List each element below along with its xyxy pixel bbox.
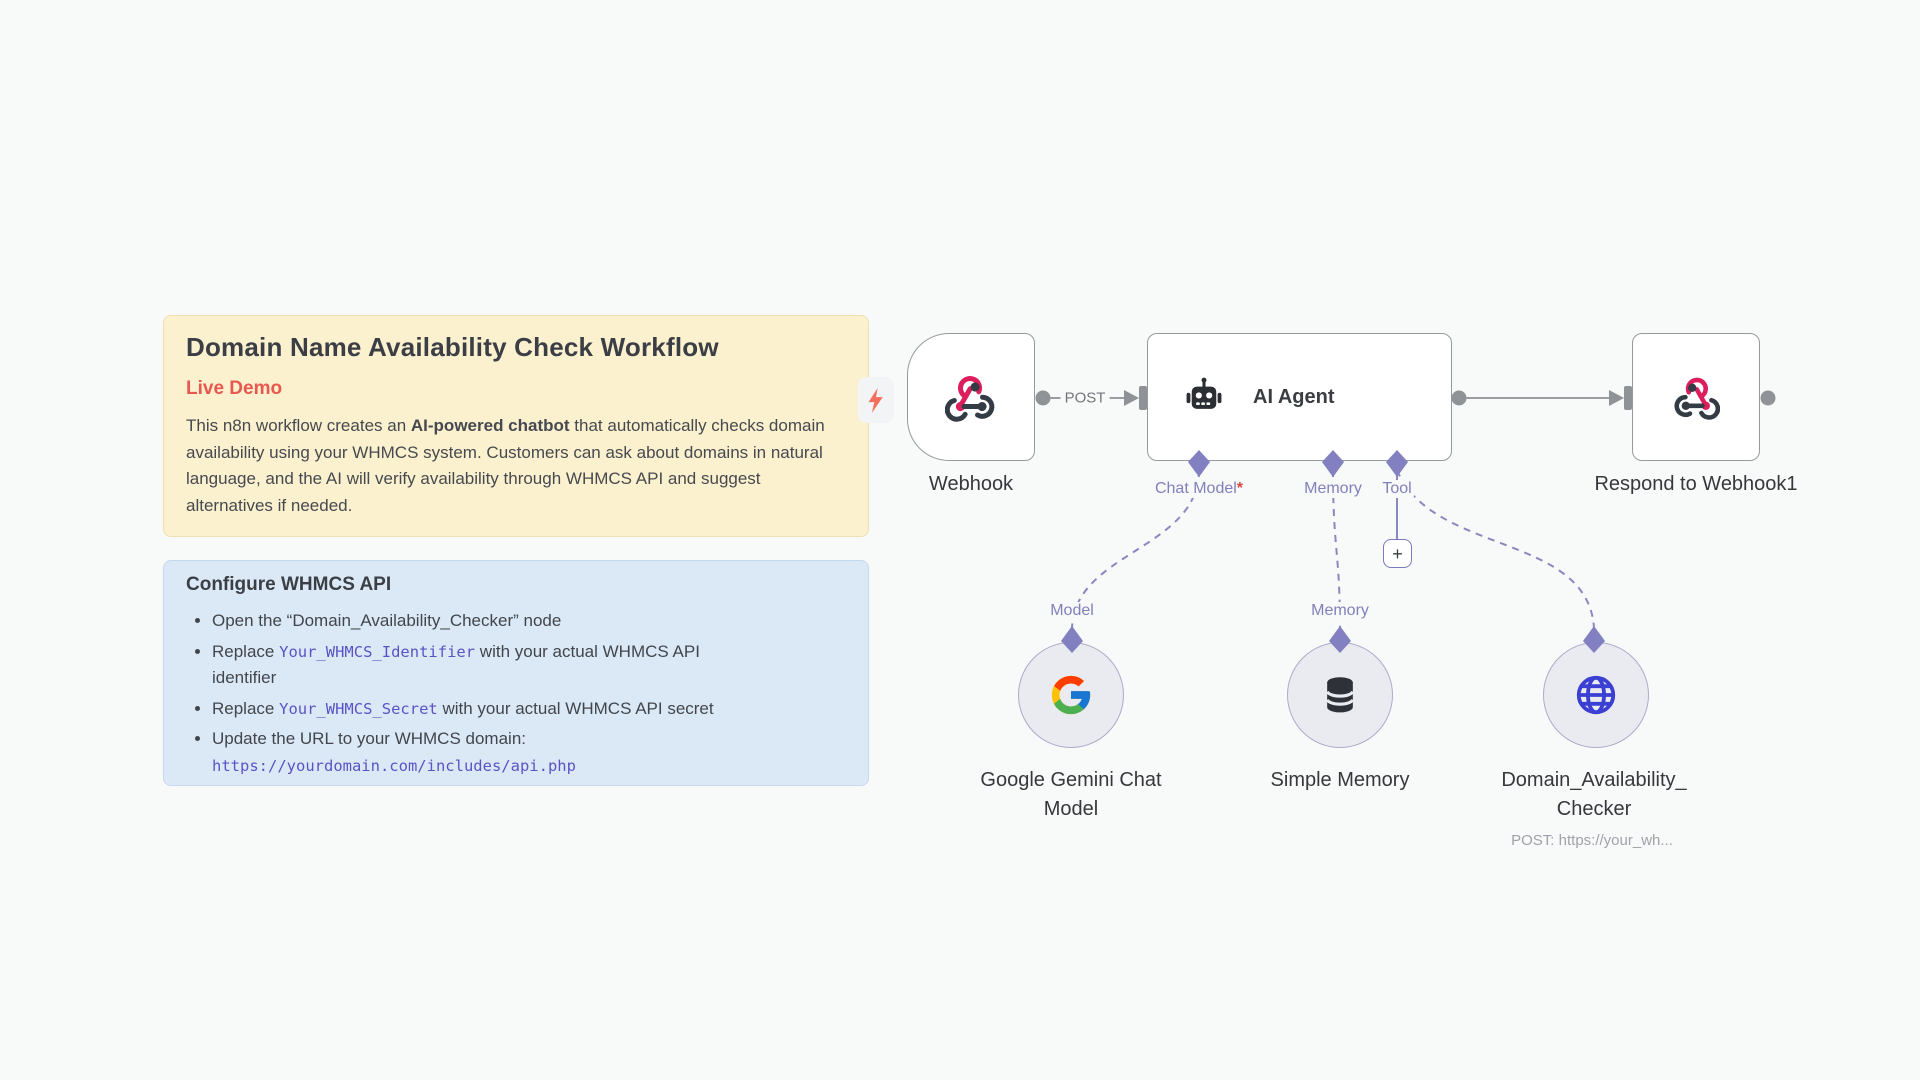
port-label-memory: Memory xyxy=(1301,480,1365,498)
agent-output-port[interactable] xyxy=(1451,390,1467,406)
note-body-text: This n8n workflow creates an xyxy=(186,416,411,435)
step-code-url: https://yourdomain.com/includes/api.php xyxy=(212,756,576,775)
sticky-note-overview[interactable]: Domain Name Availability Check Workflow … xyxy=(163,315,869,537)
agent-input-arrow xyxy=(1124,390,1139,406)
checker-node-label: Domain_Availability_ Checker xyxy=(1501,766,1686,824)
required-marker: * xyxy=(1236,480,1244,497)
database-icon xyxy=(1325,677,1355,713)
step-text: Update the URL to your WHMCS domain: xyxy=(212,729,526,748)
step-code: Your_WHMCS_Identifier xyxy=(279,642,476,661)
agent-input-port[interactable] xyxy=(1139,386,1147,410)
node-google-gemini[interactable] xyxy=(1018,642,1124,748)
step-text: Replace xyxy=(212,698,280,718)
respond-node-label: Respond to Webhook1 xyxy=(1594,473,1798,495)
config-steps: Open the “Domain_Availability_Checker” n… xyxy=(186,608,846,779)
port-label-memory-top: Memory xyxy=(1308,602,1372,620)
simple-memory-node-label: Simple Memory xyxy=(1270,769,1410,791)
globe-icon xyxy=(1576,675,1616,715)
node-ai-agent[interactable]: AI Agent xyxy=(1147,333,1452,461)
config-step: Update the URL to your WHMCS domain: http… xyxy=(212,726,846,779)
respond-input-port[interactable] xyxy=(1624,386,1632,410)
step-text: with your actual WHMCS API xyxy=(475,641,700,661)
webhook-icon xyxy=(945,376,995,422)
port-label-tool: Tool xyxy=(1379,480,1415,498)
checker-label-line1: Domain_Availability_ xyxy=(1501,769,1687,791)
config-step: Open the “Domain_Availability_Checker” n… xyxy=(212,608,846,635)
plus-icon: + xyxy=(1392,543,1403,564)
google-logo-icon xyxy=(1051,675,1091,715)
config-step: Replace Your_WHMCS_Identifier with your … xyxy=(212,639,846,692)
note-title: Configure WHMCS API xyxy=(186,574,392,595)
respond-input-arrow xyxy=(1609,390,1624,406)
step-code: Your_WHMCS_Secret xyxy=(279,699,438,718)
robot-icon xyxy=(1186,377,1222,409)
sticky-note-configure[interactable]: Configure WHMCS API Open the “Domain_Ava… xyxy=(163,560,869,786)
checker-label-line2: Checker xyxy=(1556,798,1632,820)
checker-sub-label: POST: https://your_wh... xyxy=(1511,832,1673,849)
webhook-output-port[interactable] xyxy=(1035,390,1051,406)
gemini-label-line2: Model xyxy=(1043,798,1099,820)
port-label-text: Chat Model xyxy=(1154,480,1237,497)
note-body-bold: AI-powered chatbot xyxy=(410,416,570,435)
webhook-node-label: Webhook xyxy=(928,473,1014,495)
gemini-label-line1: Google Gemini Chat xyxy=(980,769,1162,791)
trigger-bolt-badge xyxy=(858,377,894,423)
note-body: This n8n workflow creates an AI-powered … xyxy=(186,413,846,519)
step-text: Replace xyxy=(212,641,280,661)
connection-label-post: POST xyxy=(1060,389,1110,407)
respond-webhook-icon xyxy=(1674,377,1720,420)
step-text: with your actual WHMCS API secret xyxy=(437,698,714,718)
node-simple-memory[interactable] xyxy=(1287,642,1393,748)
agent-node-title: AI Agent xyxy=(1253,385,1335,408)
node-domain-availability-checker[interactable] xyxy=(1543,642,1649,748)
config-step: Replace Your_WHMCS_Secret with your actu… xyxy=(212,696,846,723)
gemini-node-label: Google Gemini Chat Model xyxy=(980,766,1161,824)
note-title: Domain Name Availability Check Workflow xyxy=(186,332,719,362)
node-webhook[interactable] xyxy=(907,333,1035,461)
add-tool-button[interactable]: + xyxy=(1383,539,1412,568)
node-respond-to-webhook[interactable] xyxy=(1632,333,1760,461)
note-subtitle: Live Demo xyxy=(186,378,283,399)
respond-output-port[interactable] xyxy=(1760,390,1776,406)
step-text: Open the “Domain_Availability_Checker” n… xyxy=(212,611,562,630)
step-text: identifier xyxy=(212,668,277,687)
lightning-icon xyxy=(868,387,883,413)
connection-agent-checker xyxy=(1396,469,1595,629)
port-label-model: Model xyxy=(1047,602,1097,620)
note-body-text: that automatically checks domain availab… xyxy=(186,416,825,515)
port-label-chat-model: Chat Model* xyxy=(1151,480,1247,498)
